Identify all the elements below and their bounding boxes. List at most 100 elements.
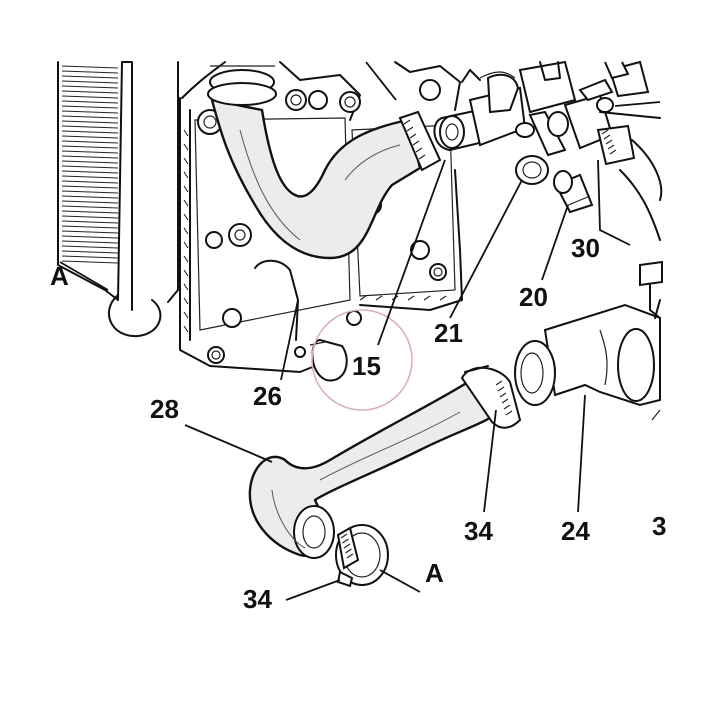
drawing-stroke <box>61 220 119 224</box>
drawing-stroke <box>61 165 119 169</box>
hose-clamp-34-lower <box>335 524 389 588</box>
drawing-stroke <box>61 85 119 89</box>
upper-hose <box>207 65 442 260</box>
drawing-stroke <box>61 135 119 139</box>
drawing-stroke <box>61 100 119 104</box>
drawing-stroke <box>403 119 411 125</box>
drawing-stroke <box>61 225 119 229</box>
drawing-stroke <box>61 80 119 84</box>
drawing-stroke <box>183 311 189 319</box>
drawing-stroke <box>503 404 511 410</box>
drawing-stroke <box>415 147 423 153</box>
drawing-stroke <box>183 269 189 277</box>
drawing-stroke <box>183 185 189 193</box>
drawing-stroke <box>183 171 189 179</box>
drawing-stroke <box>439 295 447 301</box>
callout-21: 21 <box>434 318 463 348</box>
drawing-stroke <box>183 129 189 137</box>
drawing-stroke <box>61 105 119 109</box>
drawing-stroke <box>61 215 119 219</box>
callout-30: 30 <box>571 233 600 263</box>
drawing-stroke <box>61 130 119 134</box>
drawing-stroke <box>61 210 119 214</box>
drawing-stroke <box>183 199 189 207</box>
drawing-stroke <box>61 205 119 209</box>
drawing-stroke <box>497 386 505 392</box>
leader-lines <box>59 61 661 601</box>
hose-clamp-34-upper <box>460 365 522 429</box>
drawing-stroke <box>183 143 189 151</box>
drawing-stroke <box>61 235 119 239</box>
drawing-stroke <box>61 65 119 69</box>
callout-34-upper: 34 <box>464 516 493 546</box>
drawing-stroke <box>183 283 189 291</box>
drawing-stroke <box>61 175 119 179</box>
drawing-stroke <box>183 325 189 333</box>
drawing-stroke <box>406 126 414 132</box>
drawing-stroke <box>183 255 189 263</box>
drawing-stroke <box>605 139 613 145</box>
drawing-stroke <box>601 129 609 135</box>
drawing-stroke <box>61 125 119 129</box>
callout-24: 24 <box>561 516 590 546</box>
drawing-stroke <box>61 150 119 154</box>
drawing-stroke <box>359 295 367 301</box>
drawing-stroke <box>340 533 348 539</box>
callout-20: 20 <box>519 282 548 312</box>
drawing-stroke <box>603 134 611 140</box>
drawing-stroke <box>61 200 119 204</box>
drawing-stroke <box>61 190 119 194</box>
seal-ring-21 <box>515 155 549 185</box>
drawing-stroke <box>183 297 189 305</box>
radiator <box>57 61 179 338</box>
drawing-stroke <box>61 75 119 79</box>
drawing-stroke <box>412 140 420 146</box>
drawing-stroke <box>342 538 349 544</box>
drawing-stroke <box>61 90 119 94</box>
drawing-stroke <box>183 227 189 235</box>
drawing-stroke <box>61 255 119 259</box>
drawing-stroke <box>61 70 119 74</box>
drawing-stroke <box>495 380 503 386</box>
drawing-stroke <box>501 398 509 404</box>
drawing-stroke <box>607 144 615 150</box>
callout-28: 28 <box>150 394 179 424</box>
drawing-stroke <box>61 110 119 114</box>
drawing-stroke <box>61 240 119 244</box>
drawing-stroke <box>345 548 352 554</box>
thermostat-housing-24 <box>514 299 661 421</box>
drawing-stroke <box>609 149 617 155</box>
drawing-stroke <box>423 295 431 301</box>
drawing-stroke <box>61 250 119 254</box>
drawing-stroke <box>409 133 417 139</box>
drawing-stroke <box>61 160 119 164</box>
drawing-stroke <box>343 543 351 549</box>
reference-a-bottom: A <box>425 558 444 588</box>
drawing-stroke <box>61 120 119 124</box>
drawing-stroke <box>61 145 119 149</box>
drawing-stroke <box>505 410 513 416</box>
drawing-stroke <box>183 241 189 249</box>
reference-partial-right: 3 <box>652 511 666 541</box>
plug-20 <box>553 170 594 214</box>
drawing-stroke <box>407 295 415 301</box>
drawing-stroke <box>499 392 507 398</box>
callout-34-lower: 34 <box>243 584 272 614</box>
highlight-circle-part-15 <box>311 309 413 411</box>
drawing-stroke <box>61 180 119 184</box>
drawing-stroke <box>61 155 119 159</box>
callout-15: 15 <box>352 351 381 381</box>
drawing-stroke <box>61 260 119 264</box>
drawing-stroke <box>61 245 119 249</box>
drawing-stroke <box>418 154 426 160</box>
drawing-stroke <box>61 170 119 174</box>
drawing-stroke <box>183 157 189 165</box>
coolant-fittings <box>433 60 663 319</box>
callout-labels: 15 20 21 24 26 28 30 34 34 A A 3 <box>50 233 666 614</box>
drawing-stroke <box>61 115 119 119</box>
callout-26: 26 <box>253 381 282 411</box>
drawing-stroke <box>61 140 119 144</box>
drawing-stroke <box>61 95 119 99</box>
lower-hose-28 <box>248 380 502 559</box>
